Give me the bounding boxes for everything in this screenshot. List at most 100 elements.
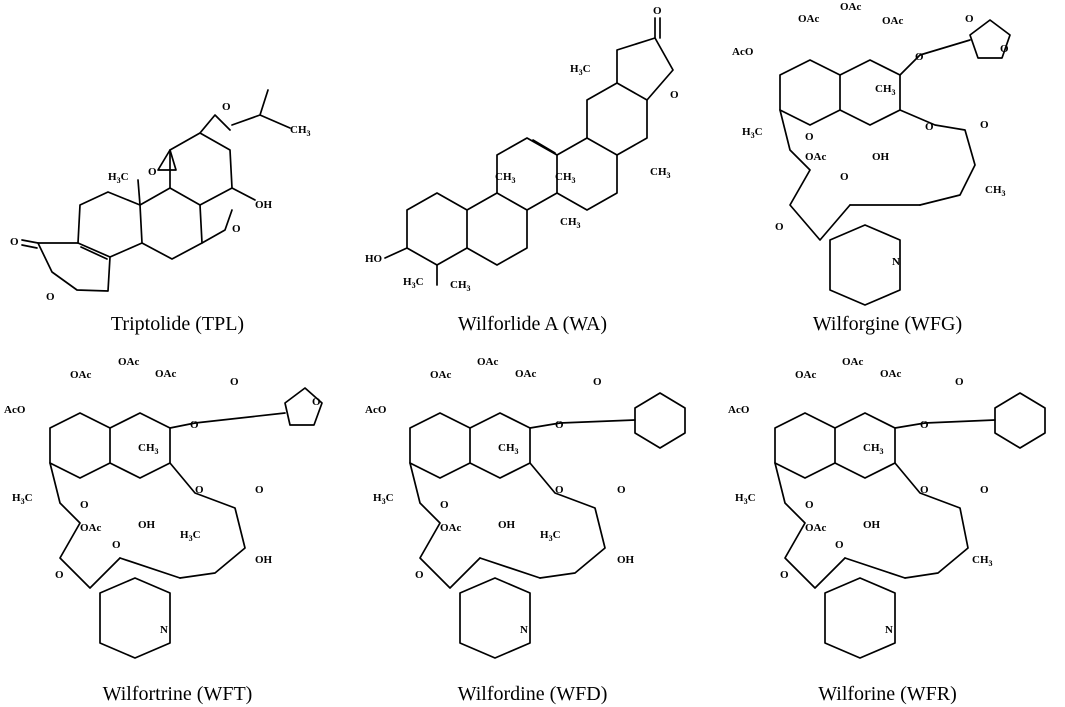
svg-text:O: O bbox=[593, 376, 602, 388]
svg-text:OAc: OAc bbox=[70, 369, 92, 381]
svg-text:AcO: AcO bbox=[732, 46, 754, 58]
svg-text:O: O bbox=[80, 499, 89, 511]
compound-wilforine: OAc OAc OAc AcO O O CH3 H3C O OAc OH O O… bbox=[710, 353, 1065, 706]
svg-text:H3C: H3C bbox=[403, 276, 424, 290]
svg-text:O: O bbox=[805, 131, 814, 143]
compound-wilfordine: OAc OAc OAc AcO O O CH3 H3C O OAc OH O O… bbox=[355, 353, 710, 706]
svg-text:O: O bbox=[46, 291, 55, 303]
wilfordine-atom-labels: OAc OAc OAc AcO O O CH3 H3C O OAc OH O O… bbox=[365, 356, 635, 636]
svg-text:O: O bbox=[148, 166, 157, 178]
caption-wilforine: Wilforine (WFR) bbox=[818, 683, 957, 705]
svg-text:O: O bbox=[653, 5, 662, 17]
structure-wilfortrine: OAc OAc OAc AcO O O O CH3 H3C O OAc OH O… bbox=[4, 356, 323, 659]
svg-text:O: O bbox=[775, 221, 784, 233]
svg-text:O: O bbox=[670, 89, 679, 101]
svg-text:O: O bbox=[222, 101, 231, 113]
svg-text:O: O bbox=[980, 119, 989, 131]
structure-wilforine: OAc OAc OAc AcO O O CH3 H3C O OAc OH O O… bbox=[728, 356, 1046, 659]
svg-text:O: O bbox=[55, 569, 64, 581]
svg-text:O: O bbox=[555, 419, 564, 431]
svg-text:OAc: OAc bbox=[155, 368, 177, 380]
compound-wilforgine: OAc OAc OAc AcO O O O CH3 H3C O OAc OH O… bbox=[710, 0, 1065, 353]
svg-text:N: N bbox=[160, 624, 168, 636]
svg-text:O: O bbox=[925, 121, 934, 133]
svg-text:OAc: OAc bbox=[440, 522, 462, 534]
svg-text:OH: OH bbox=[872, 151, 890, 163]
svg-text:OAc: OAc bbox=[515, 368, 537, 380]
wilfortrine-atom-labels: OAc OAc OAc AcO O O O CH3 H3C O OAc OH O… bbox=[4, 356, 321, 636]
svg-text:OAc: OAc bbox=[80, 522, 102, 534]
svg-text:N: N bbox=[892, 256, 900, 268]
svg-text:O: O bbox=[112, 539, 121, 551]
svg-text:CH3: CH3 bbox=[972, 554, 993, 568]
svg-text:O: O bbox=[190, 419, 199, 431]
svg-text:N: N bbox=[520, 624, 528, 636]
svg-text:O: O bbox=[255, 484, 264, 496]
svg-text:O: O bbox=[617, 484, 626, 496]
svg-text:OAc: OAc bbox=[842, 356, 864, 368]
svg-text:H3C: H3C bbox=[540, 529, 561, 543]
svg-text:CH3: CH3 bbox=[555, 171, 576, 185]
svg-text:O: O bbox=[840, 171, 849, 183]
compound-wilfortrine: OAc OAc OAc AcO O O O CH3 H3C O OAc OH O… bbox=[0, 353, 355, 706]
svg-text:OAc: OAc bbox=[805, 151, 827, 163]
compound-wilforlide-a: O O H3C CH3 CH3 CH3 CH3 HO H3C CH3 Wilfo… bbox=[355, 0, 710, 353]
svg-text:OH: OH bbox=[138, 519, 156, 531]
svg-text:OH: OH bbox=[863, 519, 881, 531]
caption-triptolide: Triptolide (TPL) bbox=[110, 313, 245, 335]
svg-text:O: O bbox=[230, 376, 239, 388]
svg-text:O: O bbox=[440, 499, 449, 511]
svg-text:OH: OH bbox=[255, 199, 273, 211]
svg-text:H3C: H3C bbox=[180, 529, 201, 543]
svg-text:CH3: CH3 bbox=[138, 442, 159, 456]
svg-text:OAc: OAc bbox=[880, 368, 902, 380]
svg-text:OAc: OAc bbox=[798, 13, 820, 25]
svg-text:O: O bbox=[920, 484, 929, 496]
svg-text:OAc: OAc bbox=[118, 356, 140, 368]
structure-wilforgine: OAc OAc OAc AcO O O O CH3 H3C O OAc OH O… bbox=[732, 1, 1011, 306]
svg-text:O: O bbox=[805, 499, 814, 511]
svg-text:CH3: CH3 bbox=[650, 166, 671, 180]
caption-wilfordine: Wilfordine (WFD) bbox=[457, 683, 608, 705]
svg-text:OAc: OAc bbox=[795, 369, 817, 381]
svg-text:O: O bbox=[195, 484, 204, 496]
svg-text:H3C: H3C bbox=[735, 492, 756, 506]
svg-text:OH: OH bbox=[617, 554, 635, 566]
svg-text:H3C: H3C bbox=[742, 126, 763, 140]
svg-text:CH3: CH3 bbox=[875, 83, 896, 97]
svg-text:O: O bbox=[555, 484, 564, 496]
svg-text:AcO: AcO bbox=[728, 404, 750, 416]
svg-text:OH: OH bbox=[255, 554, 273, 566]
caption-wilforlide-a: Wilforlide A (WA) bbox=[457, 313, 608, 335]
structure-wilforlide-a: O O H3C CH3 CH3 CH3 CH3 HO H3C CH3 bbox=[365, 5, 679, 293]
caption-wilfortrine: Wilfortrine (WFT) bbox=[102, 683, 253, 705]
svg-text:CH3: CH3 bbox=[450, 279, 471, 293]
svg-text:N: N bbox=[885, 624, 893, 636]
structure-triptolide: H3C O O OH O O O CH3 bbox=[10, 89, 311, 303]
svg-text:H3C: H3C bbox=[570, 63, 591, 77]
svg-text:H3C: H3C bbox=[12, 492, 33, 506]
svg-text:H3C: H3C bbox=[373, 492, 394, 506]
svg-text:HO: HO bbox=[365, 253, 383, 265]
svg-text:O: O bbox=[920, 419, 929, 431]
svg-text:O: O bbox=[835, 539, 844, 551]
structure-wilfordine: OAc OAc OAc AcO O O CH3 H3C O OAc OH O O… bbox=[365, 356, 686, 659]
svg-text:OAc: OAc bbox=[882, 15, 904, 27]
svg-text:OAc: OAc bbox=[840, 1, 862, 13]
wilforine-atom-labels: OAc OAc OAc AcO O O CH3 H3C O OAc OH O O… bbox=[728, 356, 993, 636]
svg-text:O: O bbox=[10, 236, 19, 248]
svg-text:O: O bbox=[232, 223, 241, 235]
svg-text:O: O bbox=[965, 13, 974, 25]
svg-text:CH3: CH3 bbox=[498, 442, 519, 456]
svg-text:OAc: OAc bbox=[805, 522, 827, 534]
svg-text:O: O bbox=[415, 569, 424, 581]
svg-text:CH3: CH3 bbox=[495, 171, 516, 185]
svg-text:CH3: CH3 bbox=[290, 124, 311, 138]
svg-text:OAc: OAc bbox=[430, 369, 452, 381]
svg-text:O: O bbox=[915, 51, 924, 63]
svg-text:CH3: CH3 bbox=[863, 442, 884, 456]
svg-text:O: O bbox=[780, 569, 789, 581]
triptolide-atom-labels: H3C O O OH O O O CH3 bbox=[10, 101, 311, 303]
svg-text:OAc: OAc bbox=[477, 356, 499, 368]
